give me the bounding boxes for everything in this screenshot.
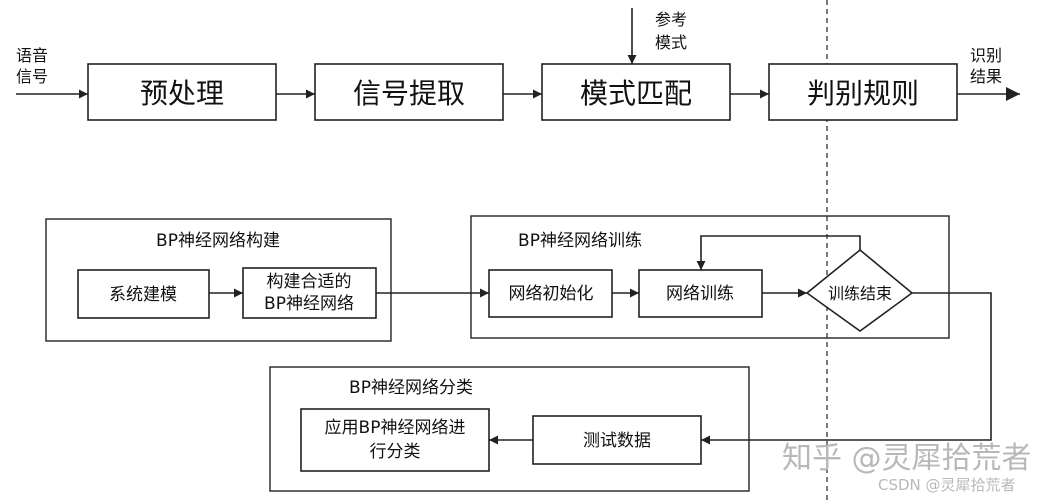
- apply-network-label-line1: 应用BP神经网络进: [325, 418, 466, 438]
- classify-group-frame: [269, 366, 750, 492]
- build-network-box: [242, 267, 377, 319]
- csdn-watermark: CSDN @灵犀拾荒者: [878, 476, 1016, 494]
- output-label-line2: 结果: [970, 67, 1002, 86]
- build-network-label-line1: 构建合适的: [267, 272, 352, 292]
- network-train-box: [638, 269, 763, 318]
- train-group-title: BP神经网络训练: [518, 231, 642, 251]
- test-data-label: 测试数据: [583, 431, 651, 451]
- preprocess-box: [87, 63, 277, 121]
- build-group-frame: [45, 218, 392, 342]
- reference-label-line2: 模式: [655, 33, 687, 52]
- input-label-line2: 信号: [16, 67, 48, 86]
- pattern-match-box: [541, 63, 731, 121]
- system-modeling-box: [77, 269, 210, 319]
- train-group-frame: [470, 215, 950, 339]
- arrow-decision-to-test: [701, 292, 992, 445]
- apply-network-box: [300, 408, 490, 472]
- reference-label-line1: 参考: [655, 10, 687, 29]
- build-group-title: BP神经网络构建: [156, 231, 280, 251]
- preprocess-label: 预处理: [140, 77, 224, 110]
- apply-network-label-line2: 行分类: [370, 442, 421, 462]
- classify-group-title: BP神经网络分类: [349, 378, 473, 398]
- loop-back-arrow: [696, 235, 861, 270]
- system-modeling-label: 系统建模: [109, 285, 177, 305]
- test-data-box: [532, 415, 702, 465]
- build-network-label-line2: BP神经网络: [264, 294, 354, 314]
- training-end-decision: [805, 248, 914, 332]
- pattern-match-label: 模式匹配: [580, 77, 692, 110]
- training-end-label: 训练结束: [828, 284, 892, 303]
- network-init-label: 网络初始化: [509, 284, 594, 304]
- network-train-label: 网络训练: [666, 284, 734, 304]
- decision-rule-label: 判别规则: [807, 77, 919, 110]
- zhihu-watermark: 知乎 @灵犀拾荒者: [782, 441, 1032, 476]
- output-label-line1: 识别: [970, 46, 1002, 65]
- input-label-line1: 语音: [16, 46, 48, 65]
- decision-rule-box: [768, 63, 958, 121]
- signal-extract-label: 信号提取: [353, 77, 465, 110]
- signal-extract-box: [314, 63, 504, 121]
